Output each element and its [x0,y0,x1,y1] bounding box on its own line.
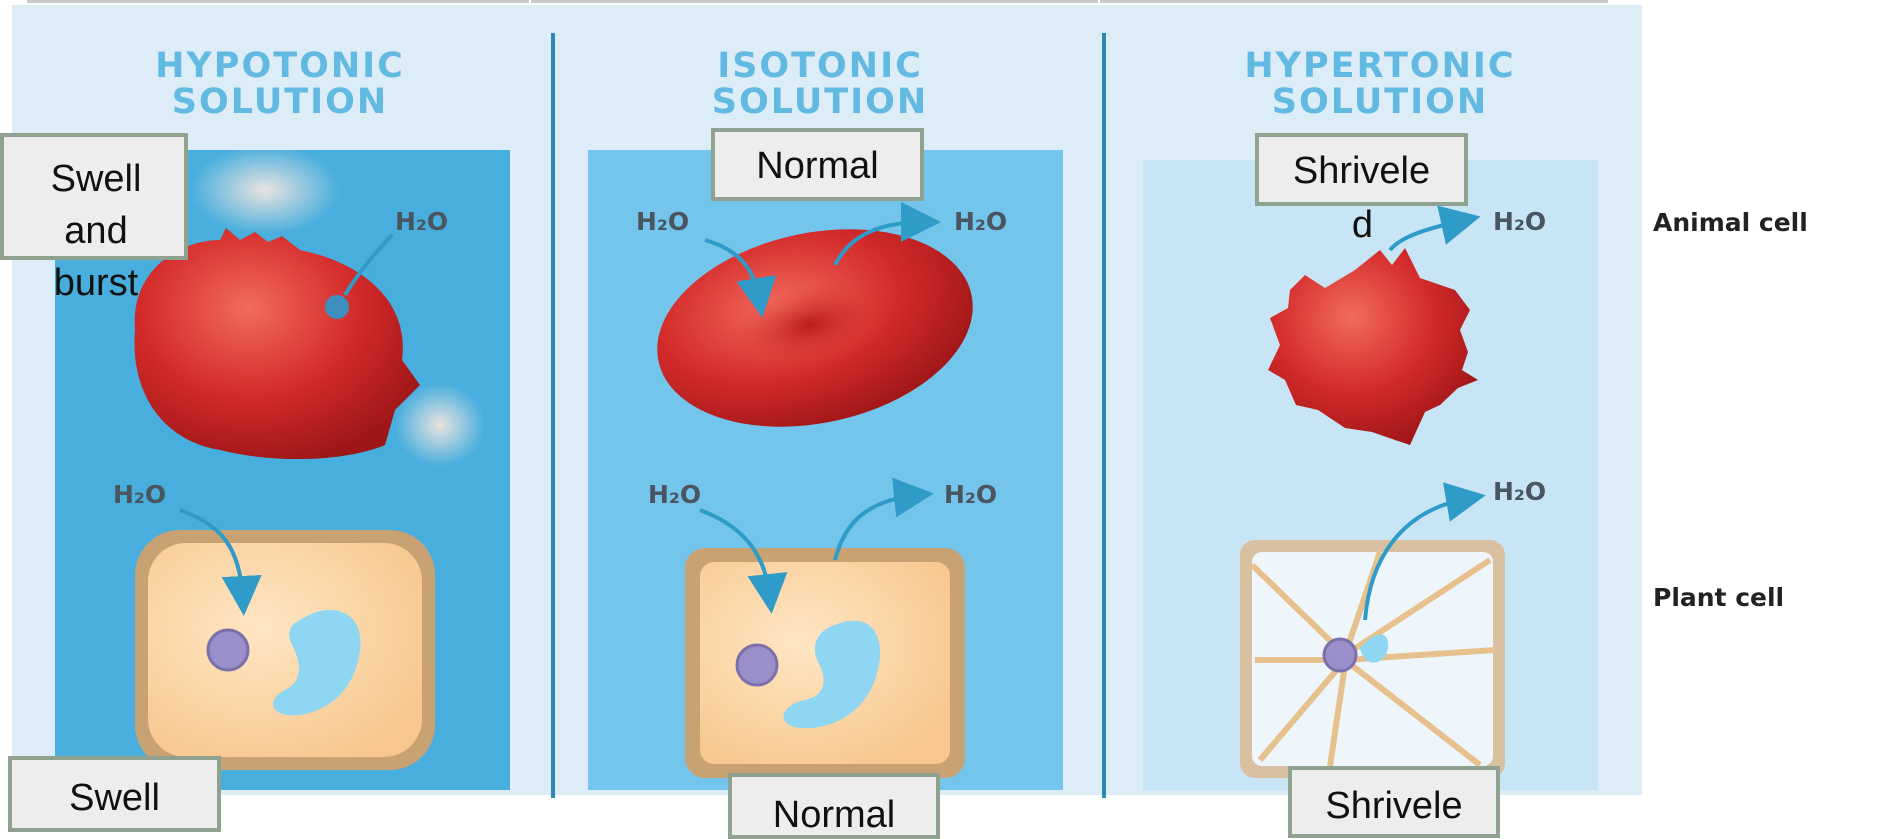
isotonic-animal-cell [639,202,992,454]
row-label-animal: Animal cell [1653,208,1808,237]
h2o-label: H₂O [636,207,689,236]
water-entry-dot [325,295,349,319]
cytoplasm [148,543,422,757]
isotonic-plant-cell [685,495,965,778]
nucleus [208,630,248,670]
h2o-label: H₂O [944,480,997,509]
shriveled-red-blood-cell [1268,248,1478,445]
h2o-label: H₂O [954,207,1007,236]
callout-isotonic-animal[interactable]: Normal [711,128,924,201]
callout-hypotonic-plant[interactable]: Swell [8,756,221,832]
burst-cloud [190,145,340,235]
nucleus [737,645,777,685]
hypotonic-plant-cell [135,510,435,770]
hypertonic-plant-cell [1240,498,1505,778]
callout-hypertonic-animal-overflow: d [1340,199,1385,251]
callout-hypertonic-animal[interactable]: Shrivele [1255,133,1468,206]
row-label-plant: Plant cell [1653,583,1784,612]
h2o-label: H₂O [1493,207,1546,236]
callout-hypotonic-animal[interactable]: Swell and burst [0,133,188,260]
callout-isotonic-plant[interactable]: Normal [728,773,940,839]
water-out-arrow [1390,220,1465,250]
h2o-label: H₂O [1493,477,1546,506]
hypertonic-animal-cell [1268,220,1478,445]
h2o-label: H₂O [395,207,448,236]
swollen-red-blood-cell [134,228,420,459]
h2o-label: H₂O [113,480,166,509]
callout-hypertonic-plant[interactable]: Shrivele [1288,766,1500,838]
h2o-label: H₂O [648,480,701,509]
nucleus [1324,639,1356,671]
